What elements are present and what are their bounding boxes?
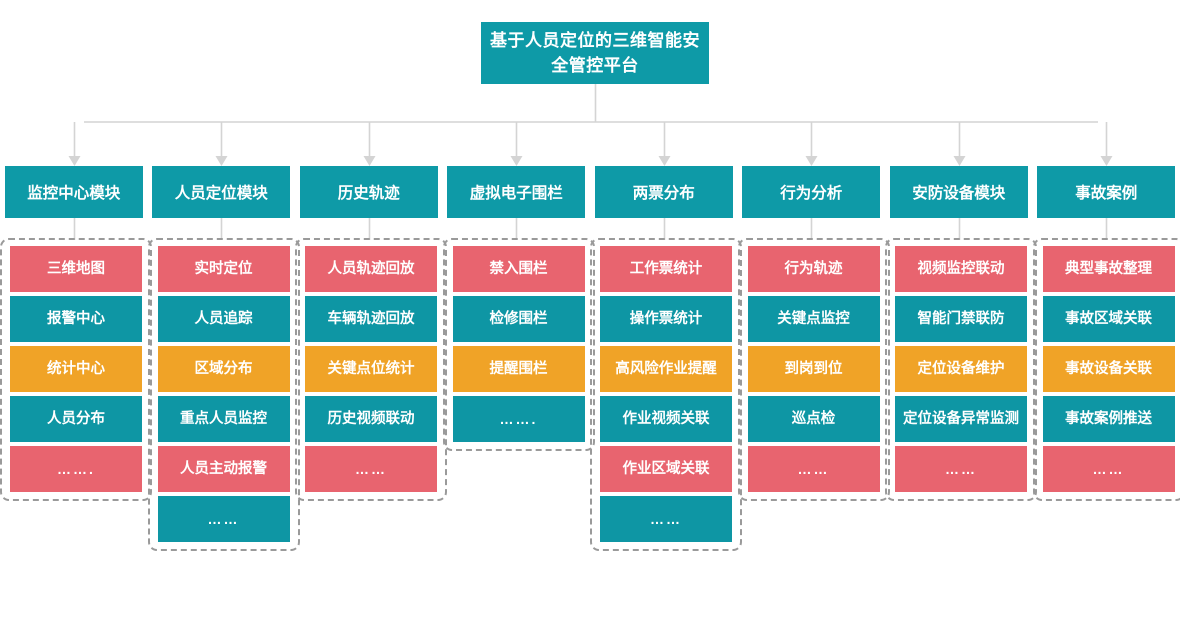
item-ellipsis[interactable]: ……. xyxy=(452,396,585,442)
item-box[interactable]: 人员轨迹回放 xyxy=(305,246,437,292)
column-7: 安防设备模块视频监控联动智能门禁联防定位设备维护定位设备异常监测…… xyxy=(885,166,1037,501)
item-box[interactable]: 作业区域关联 xyxy=(600,446,732,492)
item-box[interactable]: 高风险作业提醒 xyxy=(600,346,732,392)
header-connector-gap xyxy=(885,218,1033,238)
item-box[interactable]: 实时定位 xyxy=(157,246,290,292)
item-ellipsis[interactable]: …… xyxy=(305,446,437,492)
header-connector-gap xyxy=(590,218,738,238)
column-header-2[interactable]: 人员定位模块 xyxy=(152,166,291,218)
item-ellipsis[interactable]: …… xyxy=(600,496,732,542)
header-connector-gap xyxy=(1033,218,1180,238)
column-8: 事故案例典型事故整理事故区域关联事故设备关联事故案例推送…… xyxy=(1032,166,1180,501)
item-box[interactable]: 工作票统计 xyxy=(600,246,732,292)
branch-arrowhead-5 xyxy=(658,156,671,166)
item-box[interactable]: 典型事故整理 xyxy=(1042,246,1175,292)
branch-arrowhead-6 xyxy=(805,156,818,166)
header-connector-gap xyxy=(148,218,296,238)
item-box[interactable]: 作业视频关联 xyxy=(600,396,732,442)
item-box[interactable]: 三维地图 xyxy=(10,246,142,292)
branch-arrows xyxy=(68,122,1113,166)
item-box[interactable]: 人员分布 xyxy=(10,396,142,442)
item-box[interactable]: 提醒围栏 xyxy=(452,346,585,392)
column-header-8[interactable]: 事故案例 xyxy=(1037,166,1176,218)
item-ellipsis[interactable]: …… xyxy=(747,446,880,492)
item-box[interactable]: 关键点监控 xyxy=(747,296,880,342)
column-header-3[interactable]: 历史轨迹 xyxy=(299,166,438,218)
item-box[interactable]: 事故区域关联 xyxy=(1042,296,1175,342)
item-box[interactable]: 车辆轨迹回放 xyxy=(305,296,437,342)
dashed-group-3: 人员轨迹回放车辆轨迹回放关键点位统计历史视频联动…… xyxy=(295,238,447,501)
item-box[interactable]: 重点人员监控 xyxy=(157,396,290,442)
item-box[interactable]: 历史视频联动 xyxy=(305,396,437,442)
dashed-group-5: 工作票统计操作票统计高风险作业提醒作业视频关联作业区域关联…… xyxy=(590,238,742,551)
dashed-group-8: 典型事故整理事故区域关联事故设备关联事故案例推送…… xyxy=(1032,238,1180,501)
item-box[interactable]: 检修围栏 xyxy=(452,296,585,342)
header-connector-gap xyxy=(295,218,443,238)
dashed-group-4: 禁入围栏检修围栏提醒围栏……. xyxy=(442,238,595,451)
item-box[interactable]: 巡点检 xyxy=(747,396,880,442)
item-box[interactable]: 区域分布 xyxy=(157,346,290,392)
header-connector-gap xyxy=(0,218,148,238)
dashed-group-7: 视频监控联动智能门禁联防定位设备维护定位设备异常监测…… xyxy=(885,238,1037,501)
dashed-group-1: 三维地图报警中心统计中心人员分布……. xyxy=(0,238,152,501)
item-box[interactable]: 人员主动报警 xyxy=(157,446,290,492)
column-5: 两票分布工作票统计操作票统计高风险作业提醒作业视频关联作业区域关联…… xyxy=(590,166,742,551)
column-2: 人员定位模块实时定位人员追踪区域分布重点人员监控人员主动报警…… xyxy=(147,166,300,551)
column-header-7[interactable]: 安防设备模块 xyxy=(889,166,1028,218)
item-box[interactable]: 行为轨迹 xyxy=(747,246,880,292)
item-ellipsis[interactable]: ……. xyxy=(10,446,142,492)
branch-arrowhead-7 xyxy=(953,156,966,166)
branch-arrowhead-1 xyxy=(68,156,81,166)
dashed-group-6: 行为轨迹关键点监控到岗到位巡点检…… xyxy=(737,238,890,501)
column-4: 虚拟电子围栏禁入围栏检修围栏提醒围栏……. xyxy=(442,166,595,451)
column-header-5[interactable]: 两票分布 xyxy=(594,166,733,218)
item-box[interactable]: 视频监控联动 xyxy=(895,246,1027,292)
header-connector-gap xyxy=(443,218,591,238)
column-header-4[interactable]: 虚拟电子围栏 xyxy=(447,166,586,218)
column-6: 行为分析行为轨迹关键点监控到岗到位巡点检…… xyxy=(737,166,890,501)
item-box[interactable]: 定位设备维护 xyxy=(895,346,1027,392)
item-box[interactable]: 到岗到位 xyxy=(747,346,880,392)
branch-arrowhead-3 xyxy=(363,156,376,166)
header-connector-gap xyxy=(738,218,886,238)
item-ellipsis[interactable]: …… xyxy=(895,446,1027,492)
item-box[interactable]: 操作票统计 xyxy=(600,296,732,342)
item-box[interactable]: 智能门禁联防 xyxy=(895,296,1027,342)
item-box[interactable]: 人员追踪 xyxy=(157,296,290,342)
root-title: 基于人员定位的三维智能安全管控平台 xyxy=(481,22,709,84)
column-1: 监控中心模块三维地图报警中心统计中心人员分布……. xyxy=(0,166,152,501)
column-3: 历史轨迹人员轨迹回放车辆轨迹回放关键点位统计历史视频联动…… xyxy=(295,166,447,501)
item-box[interactable]: 禁入围栏 xyxy=(452,246,585,292)
item-box[interactable]: 报警中心 xyxy=(10,296,142,342)
dashed-group-2: 实时定位人员追踪区域分布重点人员监控人员主动报警…… xyxy=(147,238,300,551)
column-header-1[interactable]: 监控中心模块 xyxy=(4,166,143,218)
item-ellipsis[interactable]: …… xyxy=(157,496,290,542)
item-box[interactable]: 关键点位统计 xyxy=(305,346,437,392)
column-header-6[interactable]: 行为分析 xyxy=(742,166,881,218)
item-box[interactable]: 统计中心 xyxy=(10,346,142,392)
branch-arrowhead-8 xyxy=(1100,156,1113,166)
item-box[interactable]: 定位设备异常监测 xyxy=(895,396,1027,442)
item-box[interactable]: 事故案例推送 xyxy=(1042,396,1175,442)
branch-arrowhead-4 xyxy=(510,156,523,166)
item-ellipsis[interactable]: …… xyxy=(1042,446,1175,492)
branch-arrowhead-2 xyxy=(215,156,228,166)
item-box[interactable]: 事故设备关联 xyxy=(1042,346,1175,392)
column-container: 监控中心模块三维地图报警中心统计中心人员分布…….人员定位模块实时定位人员追踪区… xyxy=(0,166,1180,551)
